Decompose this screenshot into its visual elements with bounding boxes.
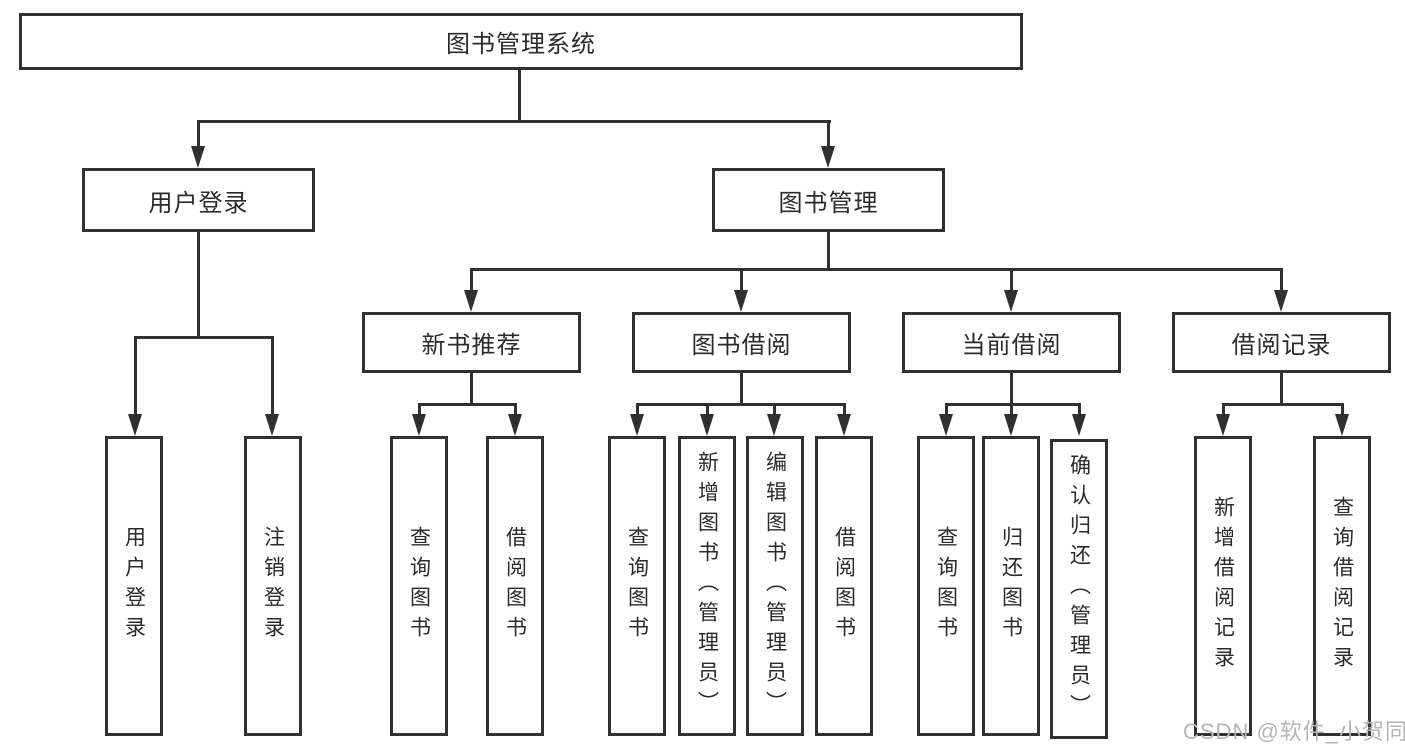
leaf-label-borrow-books-1: 借阅图书	[503, 526, 527, 646]
arrowhead-down-icon	[700, 414, 714, 436]
connector-line	[418, 403, 517, 406]
arrowhead-down-icon	[265, 414, 279, 436]
leaf-box-return-books: 归还图书	[982, 436, 1040, 736]
connector-line	[636, 403, 846, 406]
connector-line	[197, 232, 200, 338]
leaf-label-logout: 注销登录	[261, 526, 285, 646]
group-label-new-book-recommend: 新书推荐	[421, 332, 522, 359]
arrowhead-down-icon	[464, 290, 478, 312]
connector-line	[740, 268, 743, 294]
connector-line	[134, 336, 274, 339]
arrowhead-down-icon	[734, 290, 748, 312]
group-box-borrow-records: 借阅记录	[1172, 312, 1391, 373]
connector-line	[470, 268, 473, 294]
connector-line	[945, 403, 948, 416]
leaf-label-add-borrow-record: 新增借阅记录	[1211, 496, 1235, 676]
branch-box-user-login: 用户登录	[82, 168, 315, 232]
arrowhead-down-icon	[191, 146, 205, 168]
group-box-new-book-recommend: 新书推荐	[362, 312, 581, 373]
leaf-label-query-books-2: 查询图书	[625, 526, 649, 646]
leaf-box-user-login: 用户登录	[105, 436, 163, 736]
arrowhead-down-icon	[821, 146, 835, 168]
connector-line	[197, 120, 200, 148]
connector-line	[1010, 371, 1013, 405]
connector-line	[706, 403, 709, 416]
leaf-label-confirm-return-admin: 确认归还（管理员）	[1067, 454, 1091, 724]
arrowhead-down-icon	[1274, 290, 1288, 312]
arrowhead-down-icon	[128, 414, 142, 436]
connector-line	[1341, 403, 1344, 416]
connector-line	[1010, 403, 1013, 416]
branch-label-user-login: 用户登录	[148, 189, 249, 217]
branch-label-book-management: 图书管理	[778, 189, 879, 217]
connector-line	[1078, 403, 1081, 416]
connector-line	[271, 336, 274, 416]
arrowhead-down-icon	[939, 414, 953, 436]
connector-line	[1010, 268, 1013, 294]
arrowhead-down-icon	[1335, 414, 1349, 436]
leaf-label-return-books: 归还图书	[999, 526, 1023, 646]
connector-line	[197, 120, 831, 123]
connector-line	[1222, 403, 1225, 416]
leaf-box-confirm-return-admin: 确认归还（管理员）	[1050, 439, 1108, 739]
leaf-box-query-books-1: 查询图书	[390, 436, 448, 736]
arrowhead-down-icon	[508, 414, 522, 436]
leaf-box-borrow-books-2: 借阅图书	[815, 436, 873, 736]
branch-box-book-management: 图书管理	[712, 168, 945, 232]
group-label-current-borrow: 当前借阅	[961, 332, 1062, 359]
group-label-borrow-records: 借阅记录	[1231, 332, 1332, 359]
connector-line	[843, 403, 846, 416]
connector-line	[945, 403, 1081, 406]
arrowhead-down-icon	[1216, 414, 1230, 436]
arrowhead-down-icon	[1004, 290, 1018, 312]
arrowhead-down-icon	[1004, 414, 1018, 436]
root-box-library-system: 图书管理系统	[19, 13, 1023, 70]
arrowhead-down-icon	[1072, 414, 1086, 436]
leaf-box-query-books-3: 查询图书	[917, 436, 975, 736]
leaf-box-logout: 注销登录	[244, 436, 302, 736]
arrowhead-down-icon	[412, 414, 426, 436]
leaf-label-query-books-3: 查询图书	[934, 526, 958, 646]
leaf-box-query-books-2: 查询图书	[608, 436, 666, 736]
connector-line	[773, 403, 776, 416]
connector-line	[827, 120, 830, 148]
connector-line	[518, 70, 521, 122]
connector-line	[740, 371, 743, 405]
group-label-book-borrow: 图书借阅	[691, 332, 792, 359]
group-box-book-borrow: 图书借阅	[632, 312, 851, 373]
connector-line	[418, 403, 421, 416]
connector-line	[827, 232, 830, 270]
connector-line	[514, 403, 517, 416]
connector-line	[470, 371, 473, 405]
connector-line	[1280, 268, 1283, 294]
leaf-box-add-borrow-record: 新增借阅记录	[1194, 436, 1252, 736]
connector-line	[1280, 371, 1283, 405]
leaf-box-borrow-books-1: 借阅图书	[486, 436, 544, 736]
leaf-box-add-books-admin: 新增图书（管理员）	[678, 436, 736, 736]
group-box-current-borrow: 当前借阅	[902, 312, 1121, 373]
leaf-label-user-login: 用户登录	[122, 526, 146, 646]
csdn-watermark: CSDN @软件_小贺同学	[1183, 719, 1405, 744]
leaf-label-query-borrow-record: 查询借阅记录	[1330, 496, 1354, 676]
connector-line	[1222, 403, 1344, 406]
connector-line	[470, 268, 1283, 271]
connector-line	[636, 403, 639, 416]
arrowhead-down-icon	[837, 414, 851, 436]
leaf-box-edit-books-admin: 编辑图书（管理员）	[746, 436, 804, 736]
leaf-label-edit-books-admin: 编辑图书（管理员）	[763, 451, 787, 721]
leaf-label-add-books-admin: 新增图书（管理员）	[695, 451, 719, 721]
connector-line	[134, 336, 137, 416]
root-label: 图书管理系统	[446, 31, 596, 58]
arrowhead-down-icon	[767, 414, 781, 436]
leaf-label-borrow-books-2: 借阅图书	[832, 526, 856, 646]
leaf-box-query-borrow-record: 查询借阅记录	[1313, 436, 1371, 736]
arrowhead-down-icon	[630, 414, 644, 436]
leaf-label-query-books-1: 查询图书	[407, 526, 431, 646]
